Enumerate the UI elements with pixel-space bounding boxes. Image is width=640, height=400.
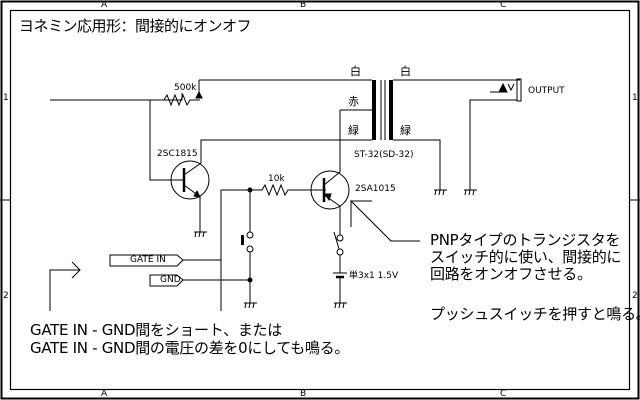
push-switch bbox=[241, 190, 254, 303]
ground-battery bbox=[334, 302, 347, 309]
gate-in-port bbox=[109, 190, 222, 267]
col-label-bottom-c: C bbox=[500, 389, 507, 399]
battery bbox=[333, 272, 347, 303]
col-label-top-b: B bbox=[300, 0, 307, 10]
col-label-top-a: A bbox=[101, 0, 108, 10]
annotation-arrow bbox=[49, 261, 81, 311]
output-label: OUTPUT bbox=[528, 86, 565, 96]
row-label-right-1: 1 bbox=[632, 93, 638, 103]
page-title: ヨネミン応用形：間接的にオンオフ bbox=[19, 17, 252, 35]
output-jack bbox=[469, 78, 522, 190]
row-label-right-2: 2 bbox=[632, 291, 638, 301]
ground-transformer bbox=[434, 189, 447, 196]
potentiometer bbox=[50, 79, 372, 107]
transformer-part-label: ST-32(SD-32) bbox=[354, 150, 414, 160]
gnd-label: GND bbox=[160, 275, 181, 285]
resistor-10k bbox=[220, 183, 326, 311]
ground-switch bbox=[244, 302, 257, 309]
transformer-secondary-green: 緑 bbox=[400, 124, 411, 137]
col-label-bottom-a: A bbox=[101, 389, 108, 399]
battery-label: 単3x1 1.5V bbox=[349, 271, 399, 281]
pnp-switch bbox=[333, 231, 344, 273]
ground-npn bbox=[194, 231, 207, 238]
npn-part-label: 2SC1815 bbox=[157, 149, 198, 159]
push-switch-note: プッシュスイッチを押すと鳴る。 bbox=[430, 305, 640, 323]
pnp-note-line-3: 回路をオンオフさせる。 bbox=[430, 265, 592, 283]
potentiometer-value: 500k bbox=[174, 83, 197, 93]
inner-frame bbox=[9, 9, 631, 391]
callout-line bbox=[350, 199, 420, 242]
transformer bbox=[340, 79, 520, 190]
pnp-part-label: 2SA1015 bbox=[355, 184, 396, 194]
transformer-primary-red: 赤 bbox=[348, 95, 359, 108]
gnd-port bbox=[149, 274, 250, 287]
transformer-secondary-white: 白 bbox=[400, 65, 411, 78]
gate-note-line-1: GATE IN - GND間をショート、または bbox=[30, 321, 282, 339]
row-label-left-2: 2 bbox=[3, 291, 9, 301]
transformer-primary-white: 白 bbox=[350, 65, 361, 78]
resistor-value: 10k bbox=[268, 174, 285, 184]
npn-transistor bbox=[149, 100, 372, 232]
gate-in-label: GATE IN bbox=[130, 255, 166, 265]
col-label-bottom-b: B bbox=[300, 389, 307, 399]
transformer-primary-green: 緑 bbox=[348, 124, 359, 137]
row-label-left-1: 1 bbox=[3, 93, 9, 103]
pnp-note-line-2: スイッチ的に使い、間接的に bbox=[430, 248, 622, 266]
ground-output bbox=[464, 189, 477, 196]
gate-note-line-2: GATE IN - GND間の電圧の差を0にしても鳴る。 bbox=[30, 339, 350, 357]
pnp-transistor bbox=[310, 170, 350, 235]
pnp-note-line-1: PNPタイプのトランジスタを bbox=[430, 231, 621, 249]
col-label-top-c: C bbox=[500, 0, 507, 10]
